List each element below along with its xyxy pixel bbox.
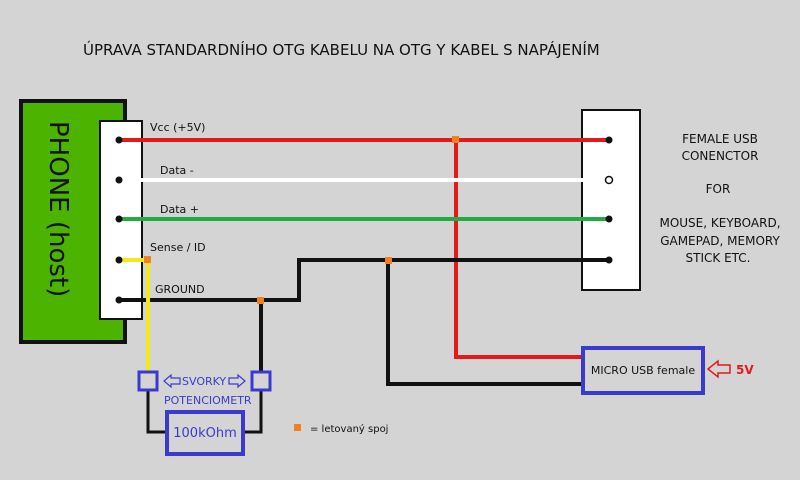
female-usb-line1: FEMALE USB bbox=[682, 132, 758, 146]
diagram-title: ÚPRAVA STANDARDNÍHO OTG KABELU NA OTG Y … bbox=[83, 40, 600, 59]
ground-wire bbox=[119, 258, 609, 302]
power-label: 5V bbox=[736, 363, 754, 377]
solder-joint-ground-terminal bbox=[257, 297, 264, 304]
micro-usb-label: MICRO USB female bbox=[591, 364, 695, 377]
female-usb-connector bbox=[581, 109, 641, 291]
solder-joint-ground-branch bbox=[385, 257, 392, 264]
data-minus-label: Data - bbox=[160, 164, 194, 177]
female-usb-line2: CONENCTOR bbox=[682, 149, 759, 163]
female-usb-line5: GAMEPAD, MEMORY bbox=[660, 234, 780, 248]
female-usb-line4: MOUSE, KEYBOARD, bbox=[659, 216, 780, 230]
usb-pin-ground bbox=[605, 256, 613, 264]
solder-joint-vcc bbox=[452, 136, 459, 143]
ground-label: GROUND bbox=[155, 283, 205, 296]
legend-joint-swatch bbox=[294, 424, 301, 431]
terminal-right bbox=[250, 370, 272, 392]
solder-joint-sense bbox=[144, 256, 151, 263]
phone-pin-data-plus bbox=[115, 215, 123, 223]
phone-pin-data-minus bbox=[115, 176, 123, 184]
potentiometer-label: POTENCIOMETR bbox=[164, 394, 252, 407]
power-arrow-icon bbox=[706, 359, 731, 379]
female-usb-line3: FOR bbox=[706, 182, 731, 196]
phone-pin-sense bbox=[115, 256, 123, 264]
female-usb-line6: STICK ETC. bbox=[686, 251, 751, 265]
ground-branch-wire bbox=[386, 260, 583, 386]
phone-pin-vcc bbox=[115, 136, 123, 144]
legend-label: = letovaný spoj bbox=[310, 423, 388, 435]
sense-label: Sense / ID bbox=[150, 241, 206, 254]
pot-left-lead bbox=[146, 391, 167, 434]
terminal-left bbox=[137, 370, 159, 392]
pot-right-lead bbox=[243, 391, 263, 434]
vcc-branch-wire bbox=[454, 140, 583, 359]
phone-pin-ground bbox=[115, 296, 123, 304]
usb-pin-data-minus bbox=[604, 175, 614, 185]
phone-label: PHONE (host) bbox=[43, 121, 73, 297]
micro-usb-box bbox=[581, 346, 705, 395]
terminals-label: SVORKY bbox=[182, 375, 226, 388]
resistor-box bbox=[165, 410, 245, 456]
data-plus-label: Data + bbox=[160, 203, 199, 216]
usb-pin-data-plus bbox=[605, 215, 613, 223]
resistor-label: 100kOhm bbox=[173, 426, 236, 441]
arrow-left-icon bbox=[163, 373, 181, 389]
usb-pin-vcc bbox=[605, 136, 613, 144]
vcc-label: Vcc (+5V) bbox=[150, 121, 205, 134]
arrow-right-icon bbox=[228, 373, 246, 389]
